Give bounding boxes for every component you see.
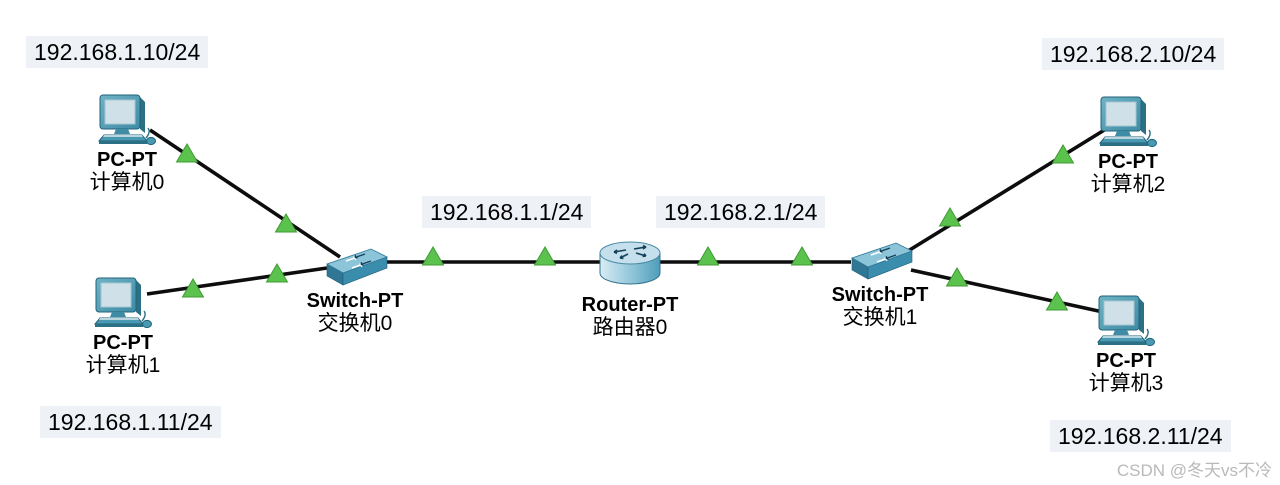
ip-address-label-pc1[interactable]: 192.168.1.11/24 bbox=[40, 406, 221, 438]
link-status-up-icon bbox=[175, 143, 199, 163]
cable-switch1-pc3[interactable] bbox=[910, 268, 1104, 314]
device-name-label: 交换机1 bbox=[842, 306, 918, 329]
router-icon bbox=[599, 241, 661, 285]
pc-icon bbox=[97, 94, 156, 146]
link-status-up-icon bbox=[938, 207, 962, 227]
device-model-label: PC-PT bbox=[97, 149, 157, 171]
device-model-label: Switch-PT bbox=[831, 284, 929, 306]
device-model-label: PC-PT bbox=[1098, 151, 1158, 173]
device-name-label: 计算机3 bbox=[1088, 372, 1164, 395]
switch-icon bbox=[851, 242, 914, 280]
device-router0[interactable]: Router-PT 路由器0 bbox=[550, 238, 710, 340]
pc-icon bbox=[93, 277, 152, 329]
device-name-label: 计算机2 bbox=[1090, 173, 1166, 196]
link-status-up-icon bbox=[1051, 144, 1075, 164]
device-model-label: Switch-PT bbox=[306, 290, 404, 312]
device-model-label: PC-PT bbox=[1096, 350, 1156, 372]
ip-address-label-pc3[interactable]: 192.168.2.11/24 bbox=[1050, 420, 1231, 452]
pc-icon bbox=[1096, 295, 1155, 347]
link-status-up-icon bbox=[181, 278, 205, 298]
ip-address-label-router-if1[interactable]: 192.168.2.1/24 bbox=[656, 196, 826, 228]
link-status-up-icon bbox=[265, 263, 289, 283]
pc-icon bbox=[1098, 96, 1157, 148]
device-name-label: 计算机1 bbox=[85, 354, 161, 377]
ip-address-label-pc0[interactable]: 192.168.1.10/24 bbox=[26, 36, 209, 68]
cable-switch1-pc2[interactable] bbox=[907, 127, 1107, 253]
device-pc0[interactable]: PC-PT 计算机0 bbox=[47, 93, 207, 195]
cable-pc0-switch0[interactable] bbox=[148, 128, 342, 259]
device-name-label: 交换机0 bbox=[317, 312, 393, 335]
link-status-up-icon bbox=[421, 246, 445, 266]
link-status-up-icon bbox=[274, 213, 298, 233]
device-pc2[interactable]: PC-PT 计算机2 bbox=[1048, 95, 1208, 197]
link-status-up-icon bbox=[790, 246, 814, 266]
device-pc3[interactable]: PC-PT 计算机3 bbox=[1046, 294, 1206, 396]
device-switch0[interactable]: Switch-PT 交换机0 bbox=[275, 244, 435, 336]
csdn-watermark: CSDN @冬天vs不冷 bbox=[1116, 461, 1272, 480]
link-status-up-icon bbox=[533, 246, 557, 266]
ip-address-label-router-if0[interactable]: 192.168.1.1/24 bbox=[422, 196, 592, 228]
cable-pc1-switch0[interactable] bbox=[146, 266, 328, 296]
device-model-label: PC-PT bbox=[93, 332, 153, 354]
switch-icon bbox=[326, 248, 389, 286]
device-name-label: 计算机0 bbox=[89, 171, 165, 194]
link-status-up-icon bbox=[1045, 291, 1069, 311]
link-status-up-icon bbox=[696, 246, 720, 266]
device-switch1[interactable]: Switch-PT 交换机1 bbox=[800, 238, 960, 330]
device-model-label: Router-PT bbox=[581, 294, 679, 316]
link-status-up-icon bbox=[945, 267, 969, 287]
device-name-label: 路由器0 bbox=[592, 316, 668, 339]
ip-address-label-pc2[interactable]: 192.168.2.10/24 bbox=[1042, 38, 1225, 70]
device-pc1[interactable]: PC-PT 计算机1 bbox=[43, 276, 203, 378]
